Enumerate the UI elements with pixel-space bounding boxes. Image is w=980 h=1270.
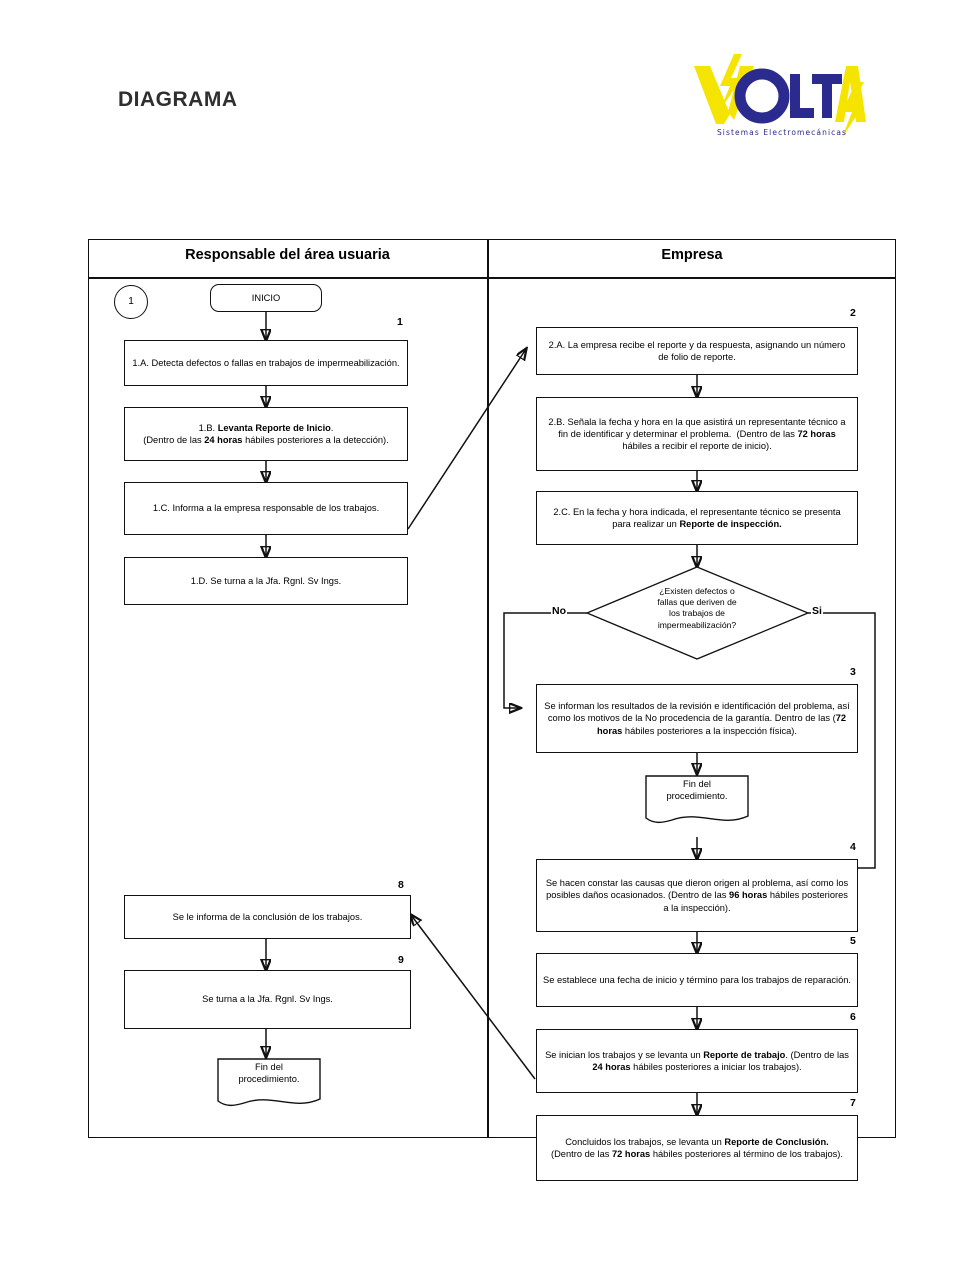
node-2a: 2.A. La empresa recibe el reporte y da r… [536,327,858,375]
decision-text: ¿Existen defectos o fallas que deriven d… [616,586,778,631]
node-8-text: Se le informa de la conclusión de los tr… [172,911,363,922]
node-1d: 1.D. Se turna a la Jfa. Rgnl. Sv Ings. [124,557,408,605]
header-rule [88,277,896,279]
volta-logo: Sistemas Electromecánicas [690,52,870,152]
decision-line-2: fallas que deriven de [657,597,737,608]
column-header-empresa: Empresa [661,247,723,263]
node-7-text: Concluidos los trabajos, se levanta un R… [551,1136,843,1159]
step-number-4: 4 [850,841,856,853]
step-number-3: 3 [850,666,856,678]
node-2b: 2.B. Señala la fecha y hora en la que as… [536,397,858,471]
connector-layer [88,311,876,1138]
node-5: Se establece una fecha de inicio y térmi… [536,953,858,1007]
node-1c-text: 1.C. Informa a la empresa responsable de… [152,503,380,514]
node-1d-text: 1.D. Se turna a la Jfa. Rgnl. Sv Ings. [190,575,342,586]
step-number-1: 1 [397,316,403,328]
column-divider [487,239,489,1138]
node-3-text: Se informan los resultados de la revisió… [544,701,850,736]
node-9-text: Se turna a la Jfa. Rgnl. Sv Ings. [202,994,333,1005]
node-9: Se turna a la Jfa. Rgnl. Sv Ings. [124,970,411,1029]
step-number-7: 7 [850,1097,856,1109]
node-2a-text: 2.A. La empresa recibe el reporte y da r… [548,339,846,362]
node-4: Se hacen constar las causas que dieron o… [536,859,858,932]
start-connector-1: 1 [114,285,148,319]
node-3: Se informan los resultados de la revisió… [536,684,858,753]
node-1a: 1.A. Detecta defectos o fallas en trabaj… [124,340,408,386]
node-4-text: Se hacen constar las causas que dieron o… [545,878,849,913]
node-1c: 1.C. Informa a la empresa responsable de… [124,482,408,535]
step-number-9: 9 [398,954,404,966]
decision-line-4: impermeabilización? [657,619,737,630]
node-1a-text: 1.A. Detecta defectos o fallas en trabaj… [132,357,400,368]
flowchart: Responsable del área usuaria Empresa [88,239,896,1181]
node-8: Se le informa de la conclusión de los tr… [124,895,411,939]
node-2c-text: 2.C. En la fecha y hora indicada, el rep… [553,506,841,529]
step-number-2: 2 [850,307,856,319]
start-inicio: INICIO [210,284,322,312]
node-6-text: Se inician los trabajos y se levanta un … [545,1049,849,1072]
node-5-text: Se establece una fecha de inicio y térmi… [543,974,852,985]
node-2b-text: 2.B. Señala la fecha y hora en la que as… [548,416,846,452]
node-7: Concluidos los trabajos, se levanta un R… [536,1115,858,1181]
page-title: DIAGRAMA [118,88,238,111]
logo-tagline: Sistemas Electromecánicas [716,128,848,137]
step-number-6: 6 [850,1011,856,1023]
branch-label-no: No [551,605,567,617]
step-number-5: 5 [850,935,856,947]
node-6: Se inician los trabajos y se levanta un … [536,1029,858,1093]
node-2c: 2.C. En la fecha y hora indicada, el rep… [536,491,858,545]
decision-line-1: ¿Existen defectos o [659,586,735,596]
node-1b: 1.B. Levanta Reporte de Inicio.(Dentro d… [124,407,408,461]
flowchart-frame [88,239,896,1138]
column-header-responsable: Responsable del área usuaria [185,247,390,263]
branch-label-si: Si [811,605,823,617]
step-number-8: 8 [398,879,404,891]
decision-line-3: los trabajos de [669,608,725,619]
node-1b-text: 1.B. Levanta Reporte de Inicio.(Dentro d… [143,422,389,445]
volta-logo-mark [694,54,866,138]
